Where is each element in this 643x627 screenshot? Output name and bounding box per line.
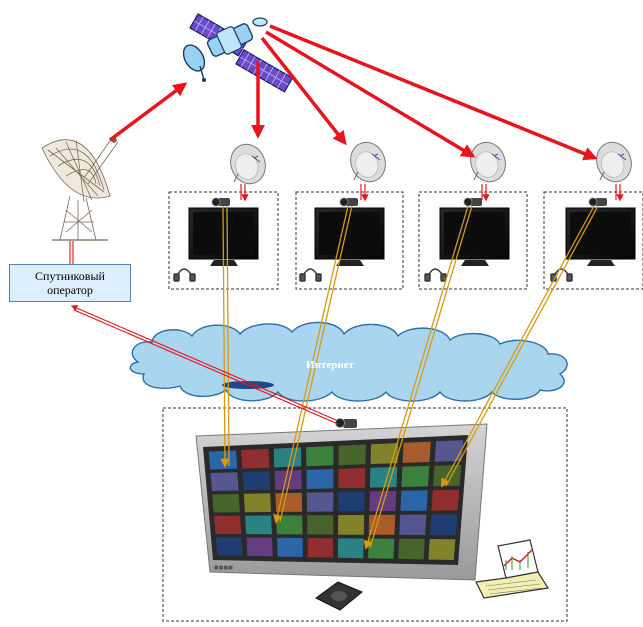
satellite-dish-icon	[350, 141, 386, 183]
video-tile	[214, 515, 242, 534]
video-tile	[369, 466, 398, 488]
ground-antenna-icon	[41, 137, 119, 241]
video-tile	[338, 491, 365, 512]
operator-line-1: Спутниковый	[35, 269, 105, 283]
video-tile	[208, 450, 238, 470]
headphones-icon	[173, 268, 196, 282]
headphones-icon	[550, 268, 573, 282]
internet-label: Интернет	[306, 359, 354, 371]
receiver-station-3	[418, 191, 528, 290]
dish-tv-links	[240, 184, 624, 202]
camera-icon	[339, 197, 358, 207]
camera-icon	[211, 197, 230, 207]
video-tile	[307, 538, 334, 558]
speakerphone-icon	[315, 581, 363, 611]
video-tile	[430, 514, 458, 536]
video-tile	[338, 444, 366, 466]
camera-icon	[588, 197, 607, 207]
satellite-icon	[182, 13, 294, 93]
video-tile	[212, 493, 240, 513]
video-feed-lines	[220, 205, 599, 550]
satellite-dish-icon	[596, 141, 632, 183]
video-tile	[243, 493, 271, 513]
satellite-operator-label: Спутниковый оператор	[9, 264, 131, 302]
video-tile	[215, 537, 243, 556]
camera-icon	[335, 418, 357, 428]
video-wall: ■■■■	[195, 423, 488, 581]
operator-links	[69, 241, 339, 425]
video-tile	[210, 472, 239, 491]
video-tile	[276, 515, 303, 535]
control-room-box	[162, 407, 568, 622]
video-tile	[306, 469, 334, 489]
video-tile	[368, 538, 395, 559]
video-tile	[428, 539, 456, 560]
video-tile	[273, 447, 302, 468]
tv-icon	[565, 207, 636, 266]
video-tile	[369, 490, 397, 512]
satellite-beams	[108, 24, 598, 161]
laptop-icon	[475, 539, 549, 599]
video-tile	[370, 443, 399, 465]
video-tile	[431, 489, 460, 511]
satellite-dish-icon	[230, 143, 266, 185]
video-tile	[402, 441, 431, 463]
video-tile	[307, 515, 334, 535]
video-tile	[399, 514, 427, 535]
video-tile	[246, 537, 273, 557]
camera-icon	[463, 197, 482, 207]
video-tile	[400, 490, 428, 511]
video-tile	[338, 468, 366, 489]
video-tile	[274, 470, 302, 490]
receiver-station-4	[543, 191, 643, 290]
video-tile	[434, 440, 464, 462]
video-tile	[242, 471, 271, 491]
video-tile	[241, 448, 270, 469]
video-tile	[401, 465, 430, 487]
receiver-station-2	[295, 191, 404, 290]
headphones-icon	[424, 268, 447, 282]
tv-icon	[439, 207, 510, 266]
satellite-dish-icon	[470, 141, 506, 183]
video-tile	[306, 492, 334, 512]
video-tile	[398, 538, 425, 560]
video-tile	[337, 538, 364, 559]
video-tile	[276, 537, 303, 557]
video-tile	[338, 515, 365, 535]
video-tile	[306, 446, 334, 467]
video-tile	[245, 515, 272, 535]
operator-line-2: оператор	[47, 283, 93, 297]
svg-text:■■■■: ■■■■	[214, 565, 233, 571]
headphones-icon	[299, 268, 322, 282]
